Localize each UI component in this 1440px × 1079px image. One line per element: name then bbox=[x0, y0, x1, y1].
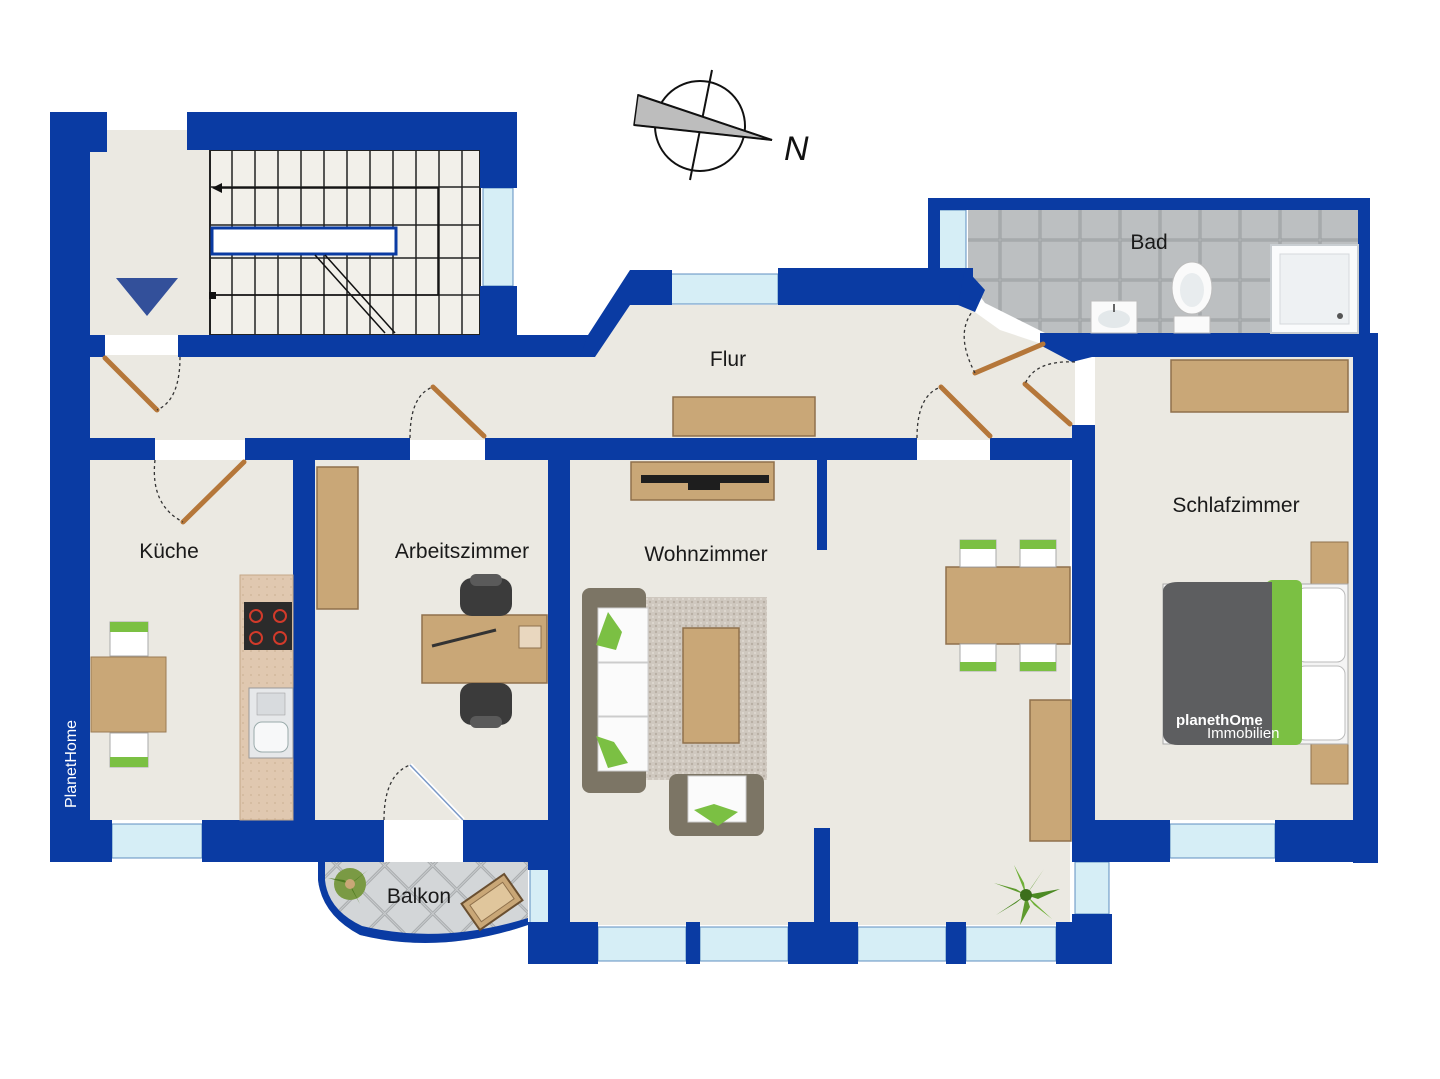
living-room-furniture bbox=[582, 396, 816, 836]
walls bbox=[50, 112, 1378, 964]
bathroom-fixtures bbox=[1090, 244, 1359, 334]
window bbox=[857, 926, 947, 962]
label-arbeitszimmer: Arbeitszimmer bbox=[395, 540, 529, 563]
window bbox=[597, 926, 687, 962]
bathroom-sink bbox=[1090, 300, 1138, 334]
entrance-arrow-icon bbox=[116, 278, 178, 316]
sideboard bbox=[1029, 699, 1072, 842]
label-bad: Bad bbox=[1130, 231, 1167, 254]
north-label: N bbox=[784, 130, 809, 168]
kitchen-table bbox=[90, 656, 167, 733]
window bbox=[965, 926, 1057, 962]
balcony-furniture bbox=[328, 868, 524, 932]
desk bbox=[421, 614, 548, 684]
bed-logo-sub: Immobilien bbox=[1207, 725, 1280, 742]
wardrobe bbox=[1170, 359, 1349, 413]
window bbox=[1169, 823, 1276, 859]
label-balkon: Balkon bbox=[387, 885, 451, 908]
hallway-floor bbox=[90, 305, 1075, 440]
coffee-table bbox=[682, 627, 740, 744]
nightstand bbox=[1310, 541, 1349, 585]
bed-logo-main: planethOme bbox=[1176, 712, 1263, 729]
window bbox=[699, 926, 789, 962]
doors bbox=[102, 311, 1076, 822]
study-shelf bbox=[316, 466, 359, 610]
tv bbox=[641, 475, 769, 483]
sofa bbox=[582, 588, 649, 793]
label-schlafzimmer: Schlafzimmer bbox=[1172, 494, 1299, 517]
potted-plant-icon bbox=[328, 868, 368, 904]
room-labels: Bad Flur Küche Arbeitszimmer Wohnzimmer … bbox=[63, 231, 1300, 908]
label-kueche: Küche bbox=[139, 540, 199, 563]
staircase bbox=[209, 149, 481, 336]
window bbox=[482, 187, 514, 287]
toilet bbox=[1171, 261, 1213, 334]
study-furniture bbox=[316, 466, 548, 728]
bedroom-furniture: planethOme Immobilien bbox=[1162, 359, 1349, 785]
label-wohnzimmer: Wohnzimmer bbox=[644, 543, 767, 566]
bathroom-floor bbox=[968, 210, 1358, 333]
side-brand-text: PlanetHome bbox=[63, 720, 80, 808]
armchair bbox=[669, 774, 764, 836]
plant-icon bbox=[994, 865, 1060, 925]
office-chair bbox=[460, 574, 512, 728]
window bbox=[1074, 861, 1110, 915]
lounge-chair bbox=[460, 872, 524, 932]
windows bbox=[111, 187, 1276, 962]
dining-table bbox=[945, 566, 1071, 645]
compass-rose-icon: N bbox=[633, 69, 809, 181]
kitchen-furniture bbox=[90, 574, 294, 821]
nightstand bbox=[1310, 741, 1349, 785]
window bbox=[670, 273, 779, 305]
label-flur: Flur bbox=[710, 348, 746, 371]
window bbox=[111, 823, 203, 859]
bed: planethOme Immobilien bbox=[1162, 580, 1349, 745]
dining-furniture bbox=[945, 539, 1072, 925]
hallway-cabinet bbox=[672, 396, 816, 437]
